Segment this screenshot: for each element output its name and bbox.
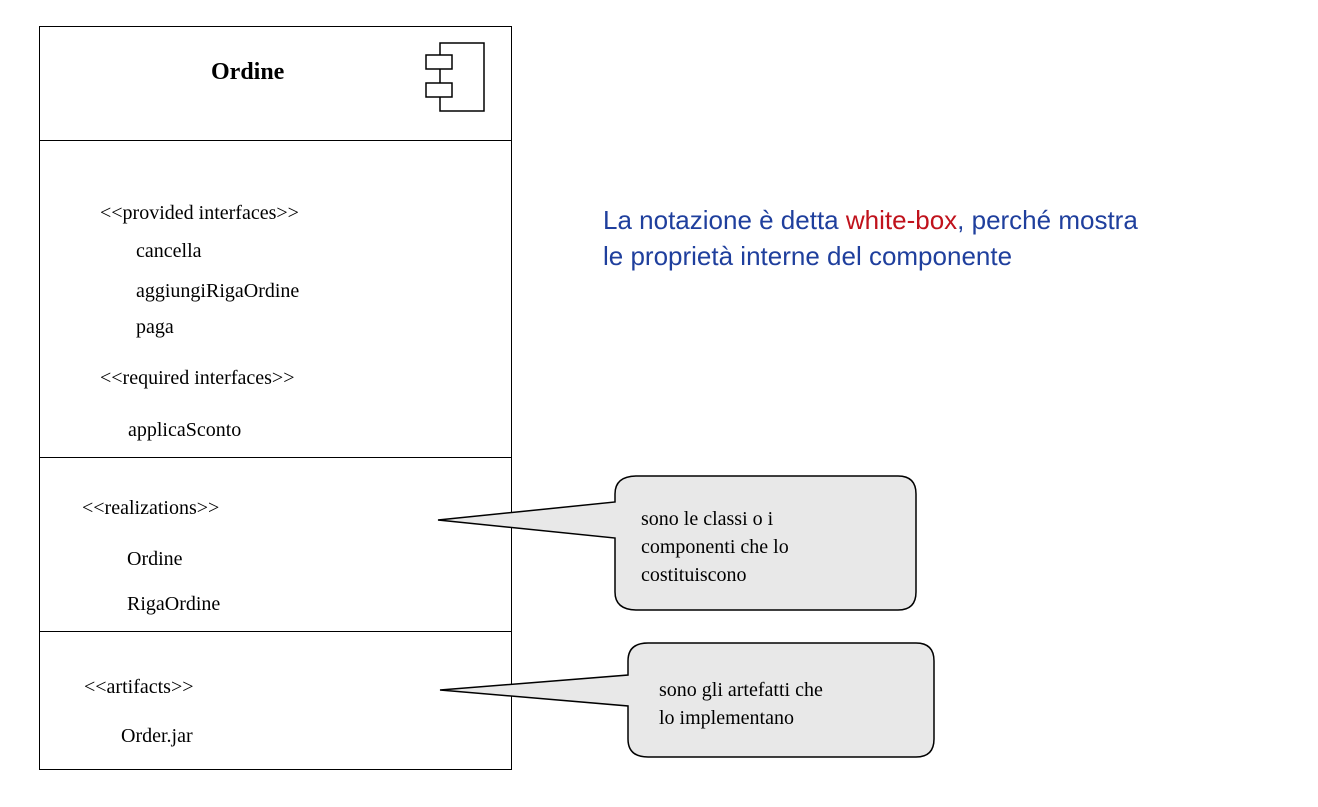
artifact-item: Order.jar [121, 725, 193, 747]
component-name: Ordine [211, 59, 285, 85]
caption-line-2: le proprietà interne del componente [603, 241, 1013, 271]
caption: La notazione è detta white-box, perché m… [603, 202, 1138, 274]
caption-part2: , perché mostra [957, 205, 1138, 235]
provided-interfaces-header: <<provided interfaces>> [100, 202, 299, 224]
caption-line-1: La notazione è detta white-box, perché m… [603, 202, 1138, 238]
note-line: sono le classi o i [641, 508, 774, 530]
artifacts-header: <<artifacts>> [84, 676, 194, 698]
realizations-header: <<realizations>> [82, 497, 220, 519]
artifacts-callout-shape [439, 642, 935, 758]
header-divider [40, 140, 511, 141]
artifacts-note: sono gli artefatti che lo implementano [659, 676, 823, 732]
component-box [39, 26, 512, 770]
realization-item: Ordine [127, 548, 183, 570]
realizations-callout-shape [437, 475, 917, 611]
note-line: sono gli artefatti che [659, 679, 823, 701]
note-line: componenti che lo [641, 536, 789, 558]
interfaces-divider [40, 457, 511, 458]
required-interface-item: applicaSconto [128, 419, 242, 441]
realization-item: RigaOrdine [127, 593, 221, 615]
realizations-divider [40, 631, 511, 632]
provided-interface-item: aggiungiRigaOrdine [136, 280, 300, 302]
provided-interface-item: paga [136, 316, 174, 338]
caption-highlight: white-box [845, 205, 958, 235]
caption-part1: La notazione è detta [603, 205, 846, 235]
note-line: lo implementano [659, 707, 794, 729]
required-interfaces-header: <<required interfaces>> [100, 367, 295, 389]
realizations-note: sono le classi o i componenti che lo cos… [641, 505, 789, 589]
note-line: costituiscono [641, 564, 747, 586]
provided-interface-item: cancella [136, 240, 202, 262]
